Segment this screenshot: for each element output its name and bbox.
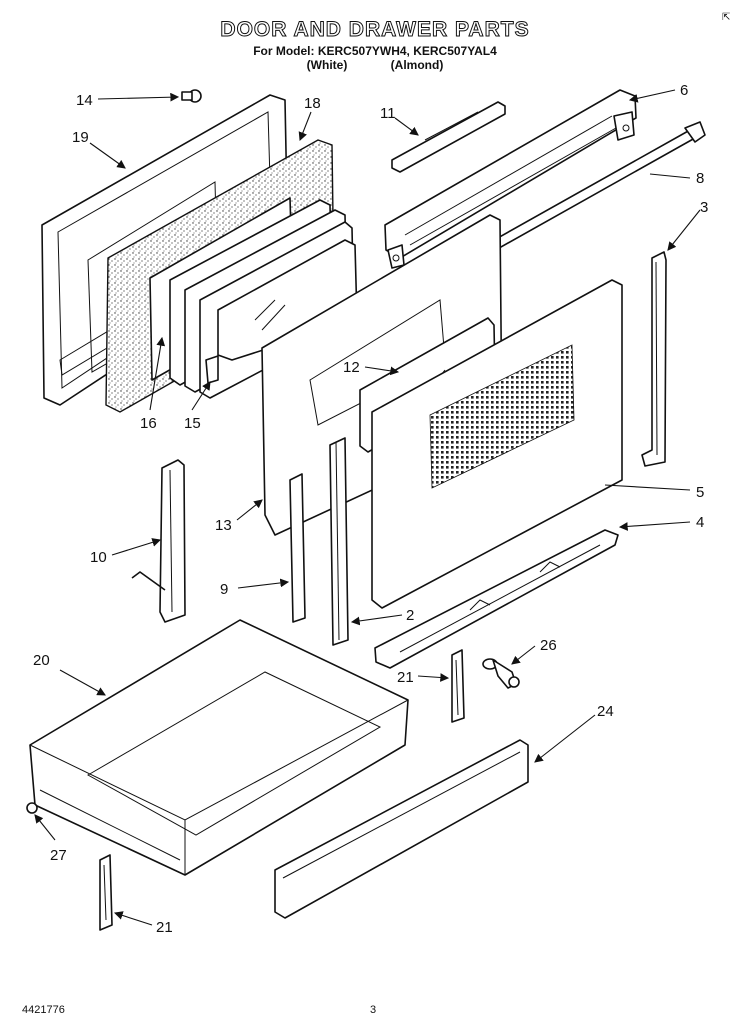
small-arrow-icon: ⇱: [722, 12, 731, 23]
model-line: For Model: KERC507YWH4, KERC507YAL4: [253, 44, 497, 58]
part-10-hinge: [131, 459, 186, 623]
callout-5: 5: [696, 484, 704, 501]
callout-12: 12: [343, 359, 360, 376]
part-24-drawer-front: [274, 739, 529, 919]
callout-27: 27: [50, 847, 67, 864]
page-title: DOOR AND DRAWER PARTS: [220, 18, 530, 42]
part-6-vent-trim: [384, 89, 637, 269]
part-4-bottom-trim: [374, 529, 619, 669]
callout-14: 14: [76, 92, 93, 109]
callout-16: 16: [140, 415, 157, 432]
part-26-roller: [482, 658, 520, 689]
callout-6: 6: [680, 82, 688, 99]
callout-15: 15: [184, 415, 201, 432]
callout-24: 24: [597, 703, 614, 720]
color-line: (White) (Almond): [0, 58, 750, 72]
callout-21-upper: 21: [397, 669, 414, 686]
callout-11: 11: [380, 105, 396, 122]
callout-19: 19: [72, 129, 89, 146]
callout-26: 26: [540, 637, 557, 654]
part-14-screw: [181, 89, 202, 103]
part-11-bracket: [391, 101, 506, 173]
part-27-screw: [26, 802, 38, 814]
part-21-drawer-slide-left: [99, 854, 113, 931]
part-5-outer-door: [371, 279, 623, 609]
part-2-door-side: [329, 437, 349, 646]
page-header: DOOR AND DRAWER PARTS For Model: KERC507…: [0, 18, 750, 73]
part-9-spacer: [289, 473, 306, 623]
callout-3: 3: [700, 199, 708, 216]
callout-18: 18: [304, 95, 321, 112]
callout-labels: 14 18 19 11 6 8 3 16 15 12 5 4 13 10 9 2…: [33, 82, 708, 936]
color-white-label: (White): [306, 58, 348, 72]
callout-8: 8: [696, 170, 704, 187]
part-21-drawer-slide-right: [451, 649, 465, 723]
callout-13: 13: [215, 517, 232, 534]
callout-4: 4: [696, 514, 704, 531]
callout-20: 20: [33, 652, 50, 669]
document-number: 4421776: [22, 1004, 65, 1016]
leader-lines: [34, 89, 701, 926]
callout-10: 10: [90, 549, 107, 566]
color-almond-label: (Almond): [390, 58, 444, 72]
page-number: 3: [370, 1004, 377, 1016]
callout-21-lower: 21: [156, 919, 173, 936]
callout-2: 2: [406, 607, 414, 624]
part-3-side-trim: [641, 251, 667, 467]
callout-9: 9: [220, 581, 228, 598]
